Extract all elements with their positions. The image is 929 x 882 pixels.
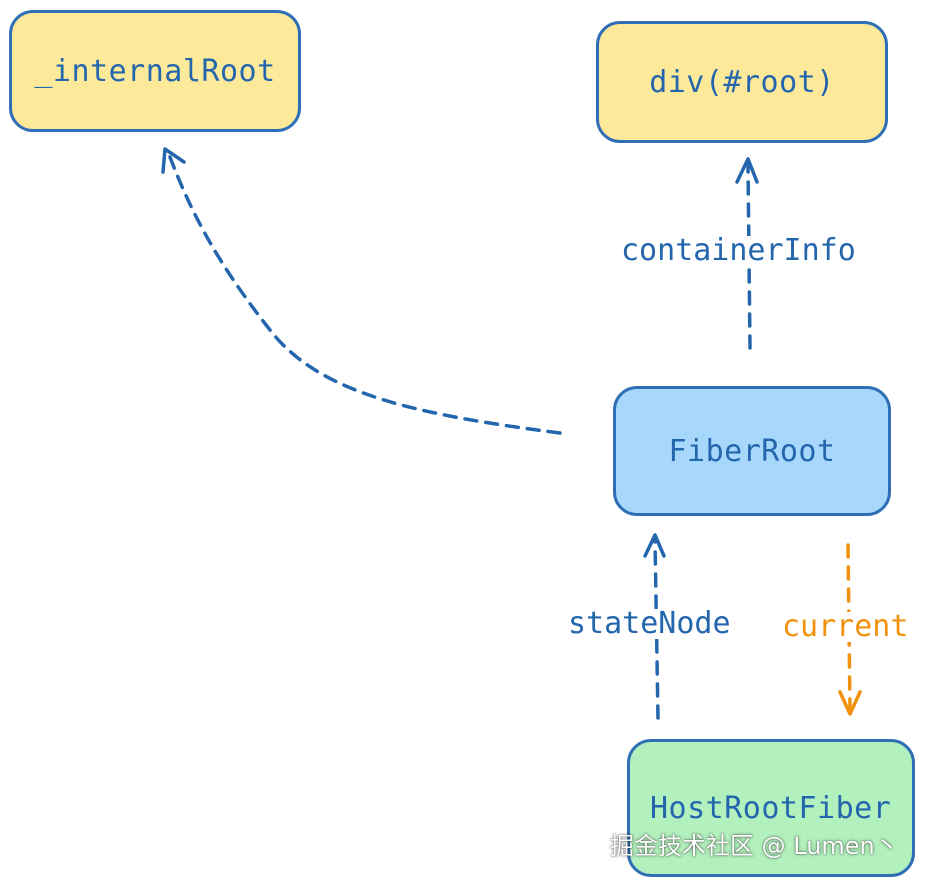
node-host-root-fiber: HostRootFiber: [627, 739, 915, 877]
edge-label-current: current: [782, 609, 909, 644]
node-internal-root: _internalRoot: [9, 10, 301, 132]
node-internal-root-label: _internalRoot: [34, 53, 276, 89]
arrowhead-divroot: [735, 157, 759, 184]
arrow-fiberroot-to-internalroot: [166, 150, 562, 435]
node-fiber-root: FiberRoot: [613, 386, 891, 516]
node-div-root: div(#root): [596, 21, 888, 143]
edge-label-state-node: stateNode: [568, 606, 731, 641]
node-fiber-root-label: FiberRoot: [668, 433, 836, 469]
watermark: 掘金技术社区 @ Lumen丶: [610, 832, 899, 860]
node-div-root-label: div(#root): [649, 64, 835, 100]
arrowhead-fiberroot: [643, 533, 666, 558]
arrowhead-internalroot: [161, 147, 186, 174]
edge-label-container-info: containerInfo: [621, 233, 856, 268]
arrow-fiberroot-to-hostrootfiber: [846, 543, 852, 712]
node-host-root-fiber-label: HostRootFiber: [650, 790, 892, 826]
arrowhead-hostrootfiber: [838, 690, 862, 716]
